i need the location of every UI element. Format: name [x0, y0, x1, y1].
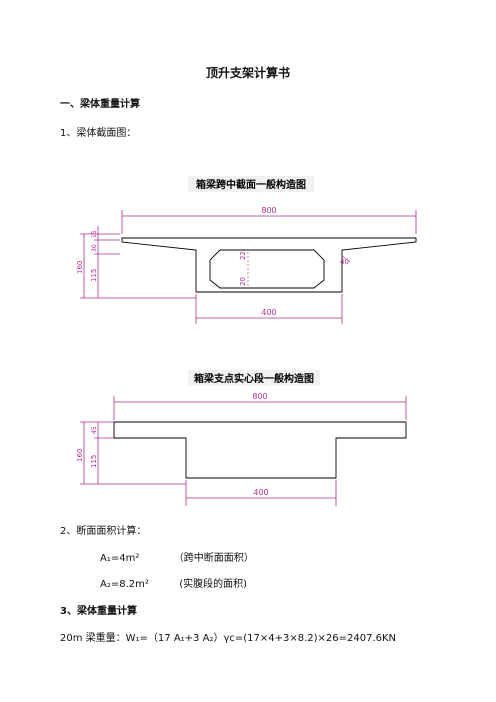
dim-label-400: 400	[261, 308, 276, 317]
dim-bottom-width-2	[185, 480, 337, 506]
dim-label-30: 30	[91, 244, 98, 252]
dim-top-width	[121, 210, 417, 234]
dim-label-400-2: 400	[253, 488, 268, 497]
dim-label-15: 15	[91, 230, 98, 238]
weight-formula: 20m 梁重量：W₁=（17 A₁+3 A₂）γc=(17×4+3×8.2)×2…	[60, 633, 397, 644]
item-weight-calculation: 3、梁体重量计算	[60, 606, 137, 617]
dim-left-heights-2	[80, 421, 186, 485]
page-title: 顶升支架计算书	[205, 66, 290, 80]
box-girder-outline	[121, 237, 417, 293]
dim-top-width-2	[113, 396, 407, 420]
item-cross-section-figure: 1、梁体截面图：	[60, 128, 137, 139]
figure-caption-bg-2	[188, 370, 320, 386]
section-heading-beam-weight: 一、梁体重量计算	[60, 99, 140, 110]
figure-caption-support: 箱梁支点实心段一般构造图	[194, 372, 314, 385]
item-area-calculation: 2、断面面积计算：	[60, 526, 147, 537]
dim-left-heights	[80, 226, 196, 299]
dim-label-20: 20	[239, 277, 247, 286]
figure-caption-midspan: 箱梁跨中截面一般构造图	[196, 178, 306, 191]
dim-label-115-2: 115	[90, 455, 98, 468]
dim-label-160: 160	[76, 261, 84, 274]
figure-midspan-section: 箱梁跨中截面一般构造图 800 22 20 40 160 15 30 115 4…	[76, 176, 417, 324]
solid-section-outline	[113, 421, 407, 479]
dim-label-115: 115	[90, 269, 98, 282]
area-a2-note: (实腹段的面积)	[179, 579, 248, 590]
dim-bottom-width	[195, 294, 343, 324]
dim-label-800: 800	[261, 206, 276, 215]
dim-label-800-2: 800	[252, 392, 267, 401]
area-a1: A₁=4m² （跨中断面面积）	[100, 549, 254, 564]
figure-caption-bg	[188, 176, 314, 192]
area-a1-note: （跨中断面面积）	[173, 553, 254, 564]
dim-label-22: 22	[239, 251, 247, 260]
area-a2: A₂=8.2m² (实腹段的面积)	[100, 575, 247, 590]
dim-label-40: 40	[340, 258, 349, 266]
figure-support-section: 箱梁支点实心段一般构造图 800 160 45 115 400	[76, 370, 407, 506]
box-girder-cell	[209, 249, 325, 289]
dim-label-160-2: 160	[76, 449, 84, 462]
dim-label-45: 45	[91, 426, 98, 434]
area-a2-label: A₂=8.2m²	[100, 579, 149, 590]
area-a1-label: A₁=4m²	[100, 553, 140, 564]
